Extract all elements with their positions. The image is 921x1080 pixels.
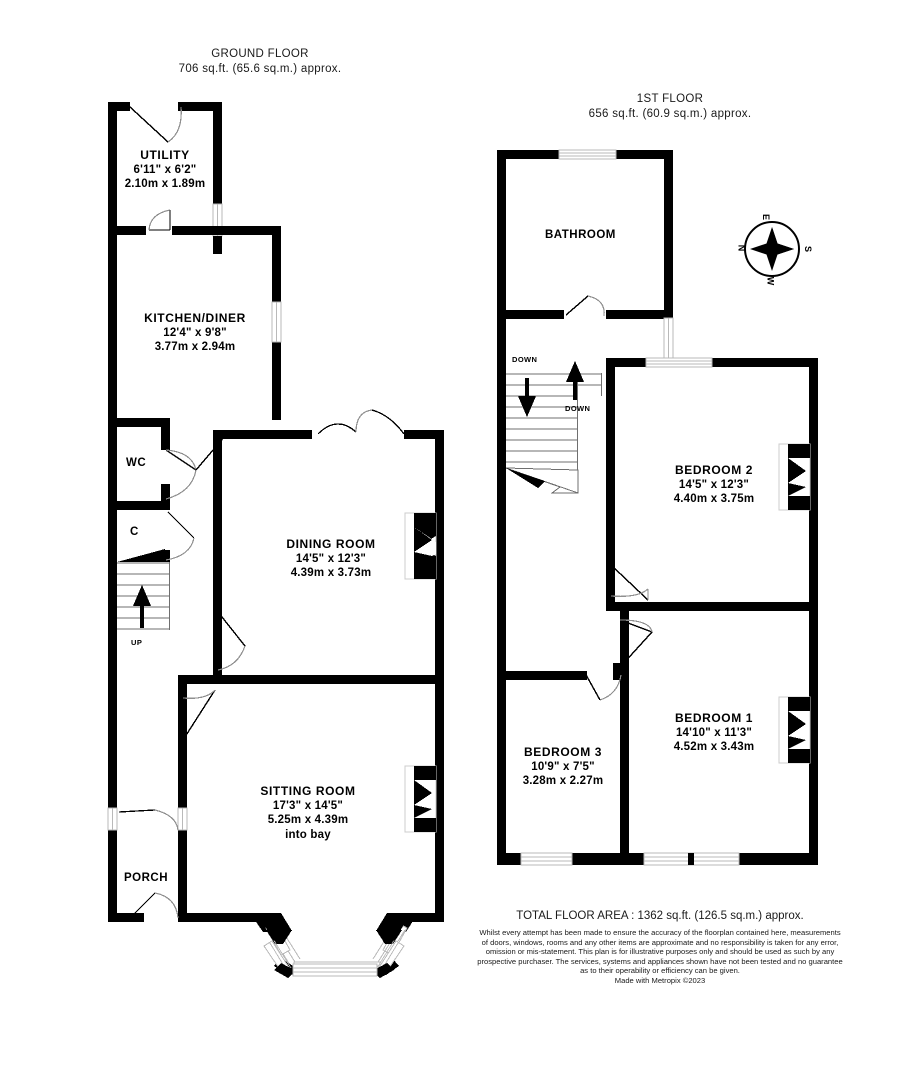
room-imperial-bedroom-2: 14'5" x 12'3" — [678, 478, 750, 491]
door-dining-hall — [217, 611, 246, 647]
room-label-cupboard: C — [130, 526, 139, 538]
room-imperial-kitchen-diner: 12'4" x 9'8" — [163, 326, 227, 339]
room-metric-bedroom-2: 4.40m x 3.75m — [673, 493, 755, 505]
room-metric-utility: 2.10m x 1.89m — [124, 178, 206, 190]
ground-floor-title-area: 706 sq.ft. (65.6 sq.m.) approx. — [178, 63, 342, 75]
room-label-dining-room: DINING ROOM 14'5" x 12'3" 4.39m x 3.73m — [253, 537, 409, 581]
door-bedroom2 — [610, 564, 649, 601]
room-name-kitchen-diner: KITCHEN/DINER — [144, 311, 246, 325]
room-name-dining-room: DINING ROOM — [286, 537, 376, 551]
disclaimer-line-2: of doors, windows, rooms and any other i… — [481, 937, 839, 947]
window-bedroom2-north — [645, 357, 713, 368]
window-bedroom1-south-b — [692, 852, 740, 866]
ground-floor-title: GROUND FLOOR 706 sq.ft. (65.6 sq.m.) app… — [130, 47, 390, 77]
room-label-bedroom-2: BEDROOM 2 14'5" x 12'3" 4.40m x 3.75m — [634, 463, 794, 507]
door-front — [127, 892, 156, 921]
window-porch-west — [107, 807, 118, 831]
room-name-bedroom-1: BEDROOM 1 — [674, 711, 754, 725]
window-bathroom-north — [558, 149, 617, 160]
disclaimer-line-1: Whilst every attempt has been made to en… — [479, 928, 841, 937]
compass-label-east: E — [761, 213, 772, 221]
door-bedroom3 — [584, 672, 601, 701]
room-imperial-bedroom-1: 14'10" x 11'3" — [675, 726, 753, 739]
room-name-sitting-room: SITTING ROOM — [260, 784, 356, 798]
stairs-down — [505, 360, 602, 494]
stair-direction-down-right: DOWN — [565, 404, 591, 413]
disclaimer-line-3: omission or mis-statement. This plan is … — [485, 947, 835, 957]
fireplace-dining — [404, 512, 437, 580]
bay-window-sitting-room — [213, 913, 444, 978]
door-bedroom1 — [619, 619, 653, 633]
door-cupboard — [167, 511, 195, 539]
window-bedroom3-south — [520, 852, 573, 866]
room-imperial-sitting-room: 17'3" x 14'5" — [272, 799, 344, 812]
room-name-bedroom-2: BEDROOM 2 — [674, 463, 754, 477]
room-metric-bedroom-1: 4.52m x 3.43m — [673, 741, 755, 753]
disclaimer: Whilst every attempt has been made to en… — [420, 928, 900, 986]
door-wc — [165, 449, 197, 471]
room-imperial-bedroom-3: 10'9" x 7'5" — [531, 760, 595, 773]
compass-label-south: S — [803, 245, 814, 253]
window-landing-east — [663, 317, 674, 359]
room-note-sitting-room: into bay — [285, 828, 331, 841]
compass-label-north: N — [736, 244, 747, 252]
room-label-kitchen-diner: KITCHEN/DINER 12'4" x 9'8" 3.77m x 2.94m — [120, 311, 270, 355]
room-label-porch: PORCH — [124, 872, 169, 884]
first-floor-title: 1ST FLOOR 656 sq.ft. (60.9 sq.m.) approx… — [540, 92, 800, 122]
door-porch-inner — [118, 809, 156, 813]
room-label-bedroom-3: BEDROOM 3 10'9" x 7'5" 3.28m x 2.27m — [508, 745, 618, 789]
fireplace-sitting — [404, 765, 437, 833]
window-porch-inner — [177, 807, 188, 831]
ground-floor-title-name: GROUND FLOOR — [211, 48, 309, 60]
room-imperial-dining-room: 14'5" x 12'3" — [295, 552, 367, 565]
stairs-up — [117, 549, 170, 630]
stair-direction-up: UP — [131, 638, 143, 647]
footer: TOTAL FLOOR AREA : 1362 sq.ft. (126.5 sq… — [420, 908, 900, 986]
disclaimer-line-4: prospective purchaser. The services, sys… — [477, 956, 843, 966]
first-floor-title-name: 1ST FLOOR — [636, 93, 704, 105]
room-name-utility: UTILITY — [140, 148, 190, 162]
first-floor-title-area: 656 sq.ft. (60.9 sq.m.) approx. — [588, 108, 752, 120]
window-utility-east — [212, 203, 223, 237]
door-bathroom — [565, 295, 589, 316]
room-label-utility: UTILITY 6'11" x 6'2" 2.10m x 1.89m — [95, 148, 235, 192]
compass-label-west: W — [765, 276, 776, 286]
window-kitchen-east — [271, 301, 282, 343]
room-imperial-utility: 6'11" x 6'2" — [133, 163, 197, 176]
room-label-bedroom-1: BEDROOM 1 14'10" x 11'3" 4.52m x 3.43m — [633, 711, 795, 755]
room-label-bathroom: BATHROOM — [545, 229, 616, 241]
room-metric-bedroom-3: 3.28m x 2.27m — [522, 775, 604, 787]
compass-rose — [744, 221, 800, 277]
room-metric-kitchen-diner: 3.77m x 2.94m — [154, 341, 236, 353]
stair-direction-down-left: DOWN — [512, 355, 538, 364]
room-name-bedroom-3: BEDROOM 3 — [523, 745, 603, 759]
door-utility-entry — [129, 106, 169, 143]
disclaimer-line-5: as to their operability or efficiency ca… — [580, 966, 740, 976]
room-label-sitting-room: SITTING ROOM 17'3" x 14'5" 5.25m x 4.39m… — [226, 784, 390, 842]
made-with-credit: Made with Metropix ©2023 — [614, 975, 706, 985]
room-metric-dining-room: 4.39m x 3.73m — [290, 567, 372, 579]
total-floor-area: TOTAL FLOOR AREA : 1362 sq.ft. (126.5 sq… — [516, 910, 804, 922]
door-sitting-room — [182, 689, 216, 741]
room-label-wc: WC — [126, 457, 147, 469]
window-bedroom1-south-a — [643, 852, 693, 866]
room-metric-sitting-room: 5.25m x 4.39m — [267, 814, 349, 826]
